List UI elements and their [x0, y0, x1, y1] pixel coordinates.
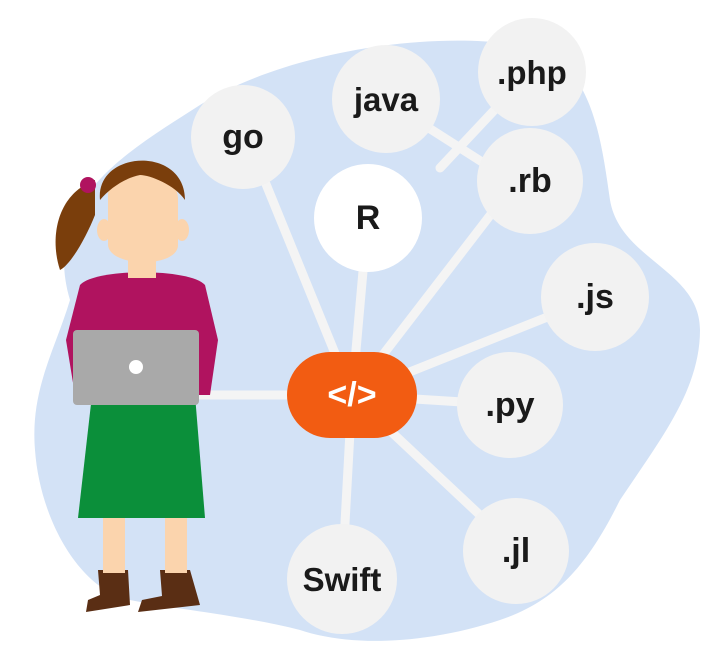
lang-node-js: .js [541, 243, 649, 351]
laptop-logo [129, 360, 143, 374]
lang-label-php: .php [497, 53, 567, 91]
lang-label-rb: .rb [508, 162, 552, 200]
lang-label-swift: Swift [302, 560, 382, 598]
code-hub: </> [287, 352, 417, 438]
head [108, 171, 178, 263]
lang-node-swift: Swift [287, 524, 397, 634]
lang-label-go: go [222, 118, 264, 156]
lang-label-py: .py [485, 386, 535, 424]
left-boot [86, 570, 130, 612]
lang-label-js: .js [576, 278, 614, 316]
code-hub-label: </> [327, 375, 377, 414]
lang-node-php: .php [478, 18, 586, 126]
hair [99, 160, 185, 200]
ponytail [55, 180, 95, 270]
skirt [78, 395, 205, 518]
lang-node-py: .py [457, 352, 563, 458]
lang-label-java: java [353, 80, 419, 118]
lang-node-java: java [332, 45, 440, 153]
lang-label-r: R [355, 199, 381, 237]
lang-node-rb: .rb [477, 128, 583, 234]
lang-node-go: go [191, 85, 295, 189]
person-figure [55, 160, 218, 612]
lang-node-r: R [314, 164, 422, 272]
lang-node-jl: .jl [463, 498, 569, 604]
right-boot [138, 570, 200, 612]
lang-label-jl: .jl [501, 532, 531, 570]
